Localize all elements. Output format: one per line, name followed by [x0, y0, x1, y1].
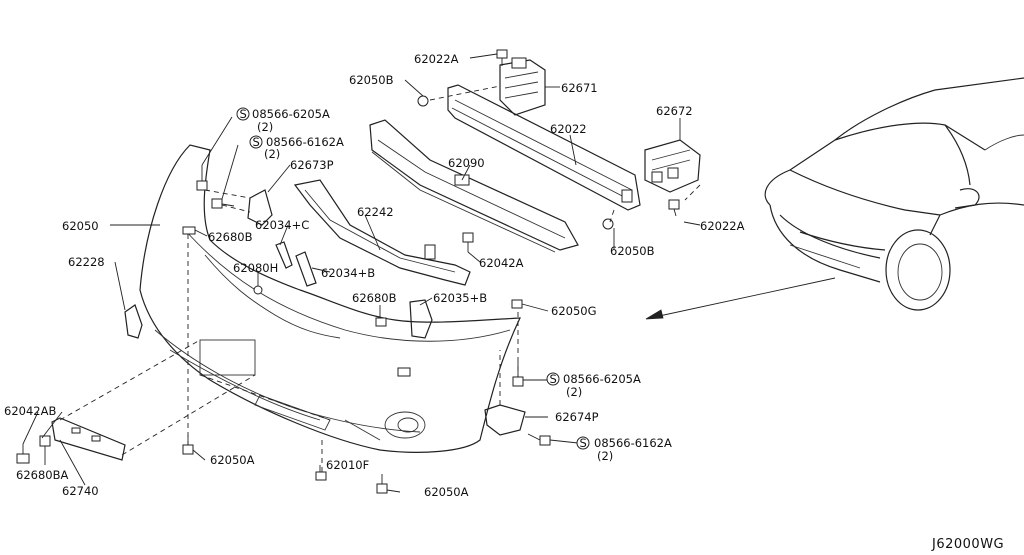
bracket-62673P	[247, 189, 273, 226]
label-qty-right-1: (2)	[566, 385, 582, 399]
s-mark-icon	[546, 372, 560, 386]
label-62671: 62671	[561, 81, 598, 95]
reflector-62228	[124, 304, 143, 339]
label-62050G: 62050G	[551, 304, 597, 318]
label-qty-top-2: (2)	[264, 147, 280, 161]
s-mark-icon	[236, 107, 250, 121]
s-mark-text: S	[240, 107, 247, 121]
label-62042AB: 62042AB	[4, 404, 56, 418]
label-qty-right-2: (2)	[597, 449, 613, 463]
label-62228: 62228	[68, 255, 105, 269]
bracket-62674P	[484, 404, 526, 436]
label-62050A-left: 62050A	[210, 453, 255, 467]
label-62090: 62090	[448, 156, 485, 170]
label-62034C: 62034+C	[255, 218, 309, 232]
retainer-62242	[293, 179, 471, 286]
car-illustration	[764, 77, 1024, 311]
label-08566-6162A-right: 08566-6162A	[594, 436, 672, 450]
label-62022: 62022	[550, 122, 587, 136]
label-qty-top-1: (2)	[257, 120, 273, 134]
fasteners	[16, 49, 680, 494]
label-62674P: 62674P	[555, 410, 599, 424]
label-62050A-bottom: 62050A	[424, 485, 469, 499]
bracket-62672	[644, 139, 701, 193]
s-mark-text: S	[580, 436, 587, 450]
label-62242: 62242	[357, 205, 394, 219]
label-62680B-left: 62680B	[208, 230, 253, 244]
label-62680BA: 62680BA	[16, 468, 68, 482]
s-mark-text: S	[550, 372, 557, 386]
label-62740: 62740	[62, 484, 99, 498]
label-62050B-right: 62050B	[610, 244, 655, 258]
leader-lines	[22, 53, 701, 493]
label-62673P: 62673P	[290, 158, 334, 172]
s-mark-icon	[576, 436, 590, 450]
assembly-lines	[59, 85, 701, 472]
clip-62034C	[275, 241, 293, 269]
label-62050: 62050	[62, 219, 99, 233]
label-08566-6205A-top: 08566-6205A	[252, 107, 330, 121]
reinforcement-62022	[447, 84, 641, 211]
clip-62034B	[295, 251, 317, 287]
absorber-62090	[369, 119, 579, 253]
bumper-fascia-62050	[139, 144, 521, 453]
label-62022A-top: 62022A	[414, 52, 459, 66]
label-62042A: 62042A	[479, 256, 524, 270]
label-08566-6205A-right: 08566-6205A	[563, 372, 641, 386]
label-62050B-top: 62050B	[349, 73, 394, 87]
label-62034B: 62034+B	[321, 266, 375, 280]
s-mark-text: S	[253, 135, 260, 149]
arrowhead-icon	[645, 309, 664, 320]
label-62022A-right: 62022A	[700, 219, 745, 233]
label-62010F: 62010F	[326, 458, 369, 472]
label-62035B: 62035+B	[433, 291, 487, 305]
label-62680B-mid: 62680B	[352, 291, 397, 305]
pointer-arrow	[649, 277, 836, 319]
label-08566-6162A-top: 08566-6162A	[266, 135, 344, 149]
s-mark-icon	[249, 135, 263, 149]
clip-62035B	[409, 299, 433, 339]
license-bracket-62740	[51, 417, 126, 461]
bracket-62671	[499, 57, 546, 116]
part-labels: 62022A 62050B 62671 62672 62022 62090 62…	[4, 52, 1004, 552]
label-62080H: 62080H	[233, 261, 278, 275]
diagram-code: J62000WG	[931, 537, 1004, 552]
label-62672: 62672	[656, 104, 693, 118]
